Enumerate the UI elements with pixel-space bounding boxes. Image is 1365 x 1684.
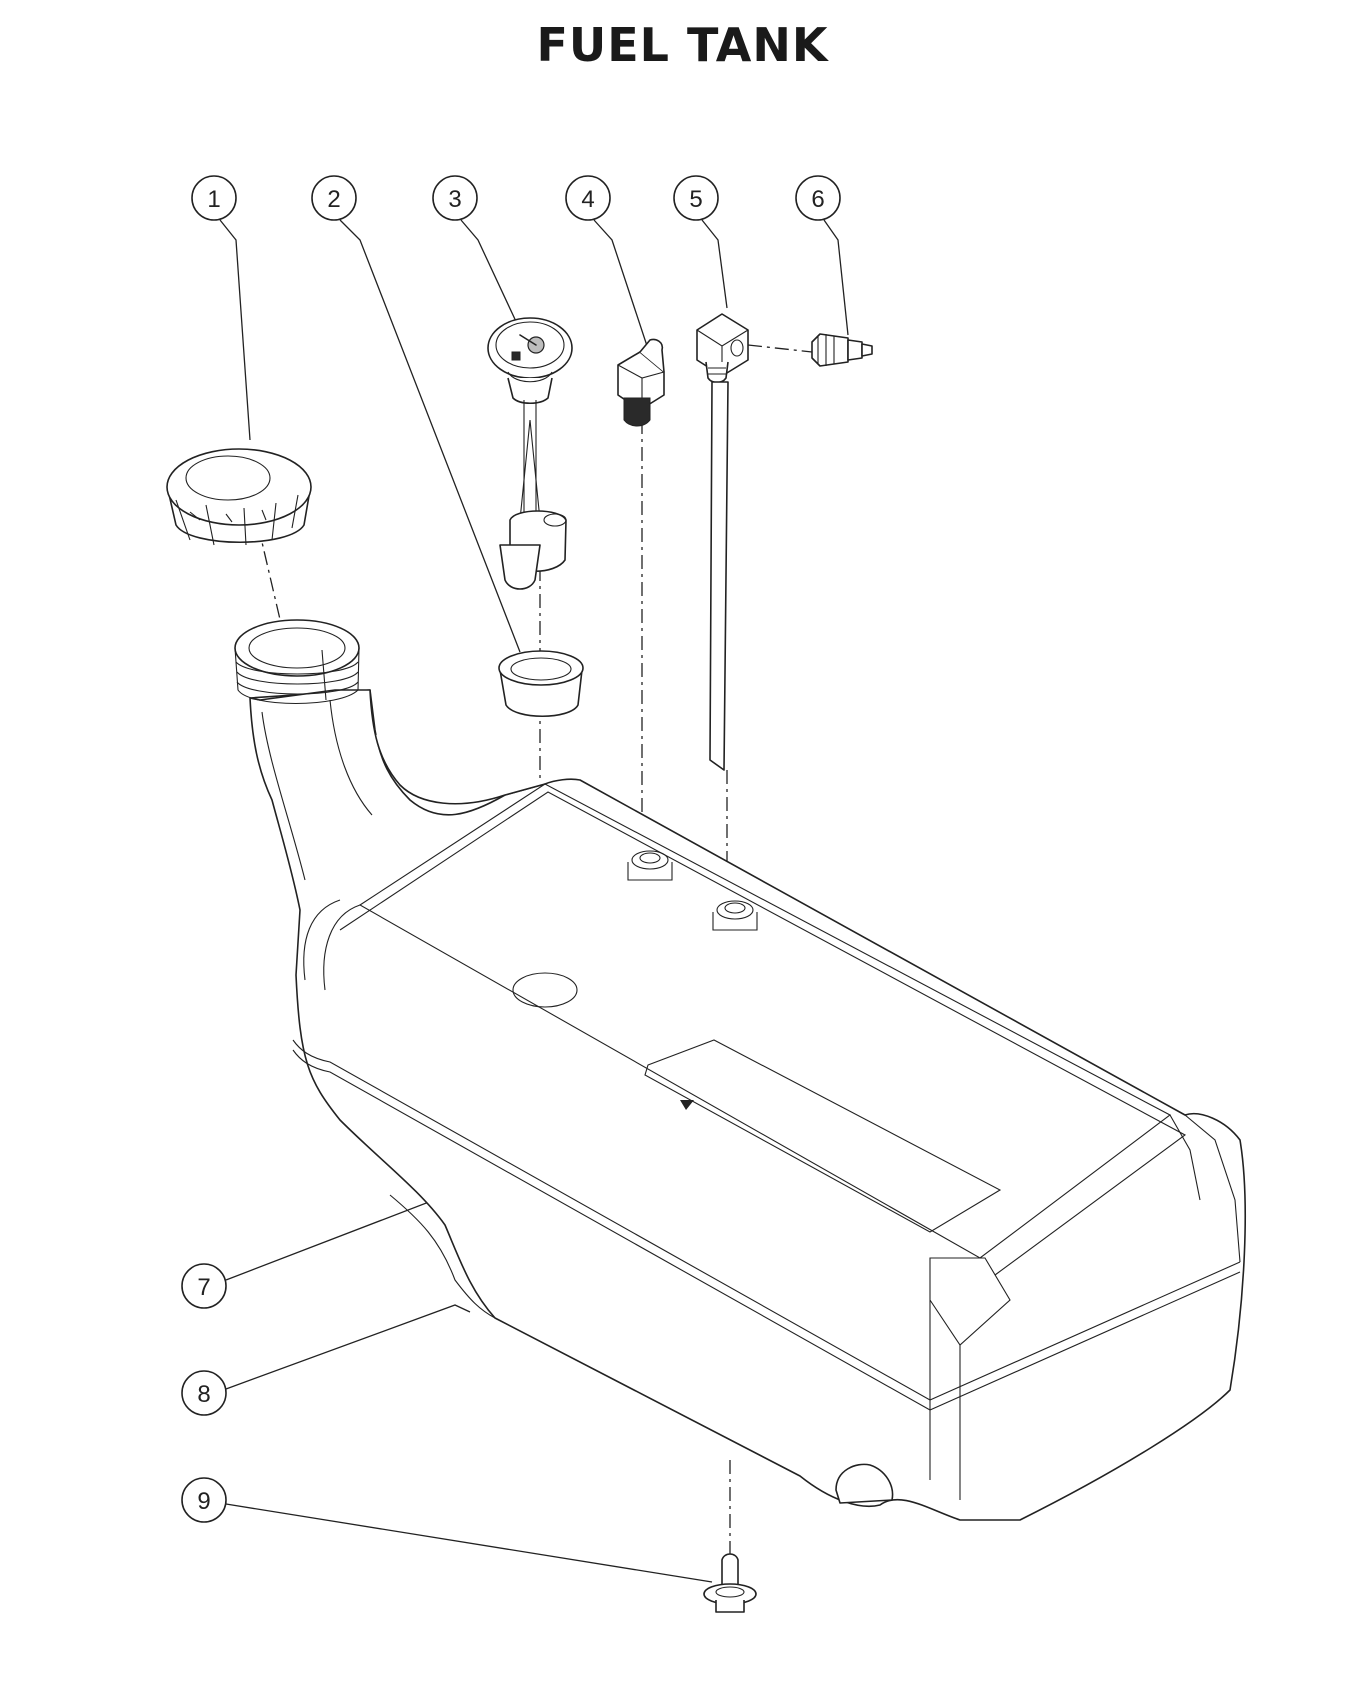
leader-2	[339, 219, 521, 653]
sending-unit-grommet	[498, 650, 584, 718]
leader-5	[701, 219, 728, 309]
callout-7[interactable]: 7	[181, 1263, 227, 1309]
callout-4-label: 4	[581, 186, 594, 213]
callout-5[interactable]: 5	[673, 175, 719, 221]
callout-3-label: 3	[448, 186, 461, 213]
fuel-cap	[166, 448, 312, 546]
fuel-gauge-sending-unit	[487, 317, 573, 590]
vent-elbow-fitting	[617, 338, 665, 427]
callout-8-label: 8	[197, 1381, 210, 1408]
callout-8[interactable]: 8	[181, 1370, 227, 1416]
callout-7-label: 7	[197, 1274, 210, 1301]
callout-1[interactable]: 1	[191, 175, 237, 221]
leader-1	[219, 219, 251, 441]
callout-6[interactable]: 6	[795, 175, 841, 221]
callout-3[interactable]: 3	[432, 175, 478, 221]
callout-4[interactable]: 4	[565, 175, 611, 221]
leader-7-arrowhead	[680, 1100, 694, 1110]
bung-nut-left	[627, 850, 673, 881]
leader-3	[460, 219, 521, 331]
callout-2-label: 2	[327, 186, 340, 213]
straight-fitting	[811, 333, 873, 367]
drain-bolt	[703, 1553, 757, 1613]
callout-9[interactable]: 9	[181, 1477, 227, 1523]
fuel-tank-body	[249, 689, 1246, 1521]
leader-9	[225, 1503, 713, 1583]
callout-9-label: 9	[197, 1488, 210, 1515]
bung-nut-right	[712, 900, 758, 931]
page-title: FUEL TANK	[536, 18, 829, 72]
callout-5-label: 5	[689, 186, 702, 213]
leader-8	[225, 1304, 471, 1390]
callout-1-label: 1	[207, 186, 220, 213]
leader-4	[593, 219, 651, 356]
leader-6	[823, 219, 849, 336]
callout-2[interactable]: 2	[311, 175, 357, 221]
filler-neck-threads	[234, 619, 360, 705]
fuel-pickup-tube	[696, 313, 749, 771]
callout-6-label: 6	[811, 186, 824, 213]
